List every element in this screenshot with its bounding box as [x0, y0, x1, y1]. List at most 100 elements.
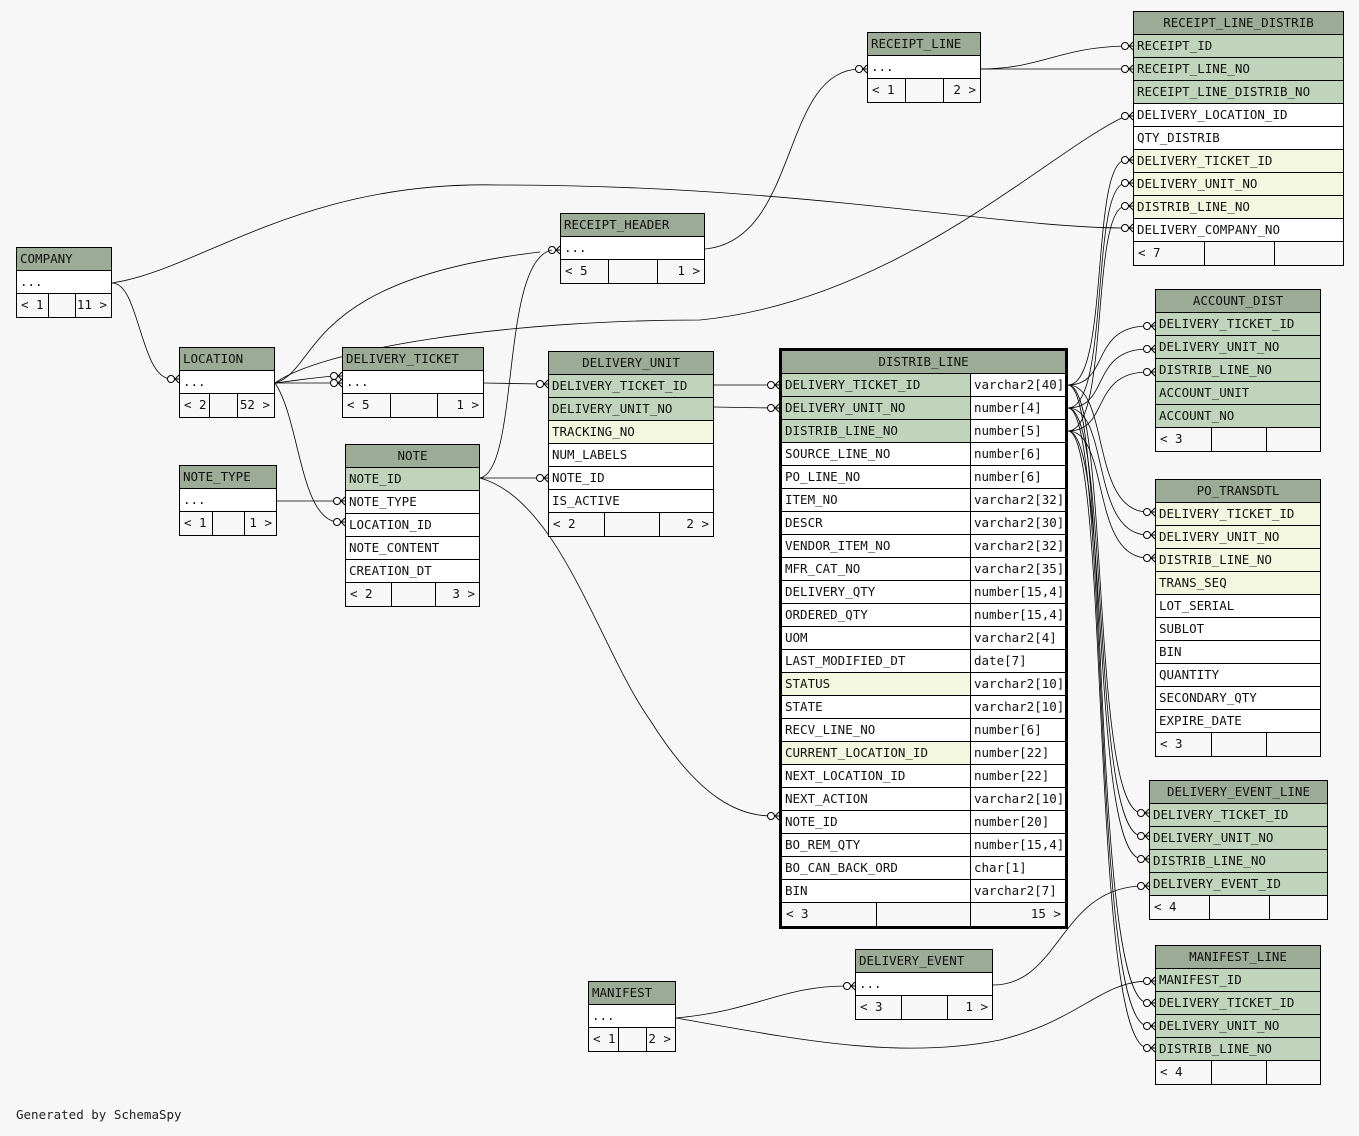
table-header: COMPANY — [17, 248, 111, 271]
table-row: NUM_LABELS — [549, 444, 713, 467]
table-row: TRANS_SEQ — [1156, 572, 1320, 595]
table-row: DISTRIB_LINE_NO — [1150, 850, 1327, 873]
table-footer: < 4 — [1150, 896, 1327, 919]
relationship-line — [274, 375, 335, 384]
table-manifest-line[interactable]: MANIFEST_LINE MANIFEST_ID DELIVERY_TICKE… — [1155, 945, 1321, 1085]
crowfoot-marker — [330, 378, 343, 388]
table-header: RECEIPT_LINE — [868, 33, 980, 56]
crowfoot-marker — [1121, 178, 1134, 188]
crowfoot-marker — [1137, 881, 1150, 891]
crowfoot-marker — [333, 496, 346, 506]
table-row: RECEIPT_LINE_NO — [1134, 58, 1343, 81]
table-row: BIN — [1156, 641, 1320, 664]
table-header: RECEIPT_HEADER — [561, 214, 704, 237]
table-footer: < 7 — [1134, 242, 1343, 265]
table-row: DISTRIB_LINE_NO — [1134, 196, 1343, 219]
relationship-line — [675, 980, 1149, 1049]
table-row: CREATION_DT — [346, 560, 479, 583]
table-receipt-line-distrib[interactable]: RECEIPT_LINE_DISTRIB RECEIPT_ID RECEIPT_… — [1133, 11, 1344, 266]
crowfoot-marker — [536, 473, 549, 483]
relationship-line — [274, 382, 339, 523]
relationship-line — [1067, 384, 1149, 1004]
table-row: ACCOUNT_NO — [1156, 405, 1320, 428]
table-row: ... — [589, 1005, 675, 1028]
table-row: DISTRIB_LINE_NO — [1156, 549, 1320, 572]
table-row: ... — [17, 271, 111, 294]
table-header: DELIVERY_UNIT — [549, 352, 713, 375]
crowfoot-marker — [536, 379, 549, 389]
table-note[interactable]: NOTE NOTE_ID NOTE_TYPE LOCATION_ID NOTE_… — [345, 444, 480, 607]
crowfoot-marker — [1143, 507, 1156, 517]
relationship-line — [1067, 182, 1127, 409]
table-row: SECONDARY_QTY — [1156, 687, 1320, 710]
table-row: DISTRIB_LINE_NO — [1156, 359, 1320, 382]
crowfoot-marker — [1121, 201, 1134, 211]
table-row: NOTE_ID — [346, 468, 479, 491]
table-header: NOTE_TYPE — [180, 466, 276, 489]
table-account-dist[interactable]: ACCOUNT_DIST DELIVERY_TICKET_ID DELIVERY… — [1155, 289, 1321, 452]
table-delivery-unit[interactable]: DELIVERY_UNIT DELIVERY_TICKET_ID DELIVER… — [548, 351, 714, 537]
relationship-line — [675, 985, 849, 1019]
table-delivery-event-line[interactable]: DELIVERY_EVENT_LINE DELIVERY_TICKET_ID D… — [1149, 780, 1328, 920]
relationship-line — [704, 68, 861, 250]
relationship-line — [479, 249, 553, 479]
table-header: LOCATION — [180, 348, 274, 371]
table-row: IS_ACTIVE — [549, 490, 713, 513]
table-header: MANIFEST — [589, 982, 675, 1005]
table-row: NOTE_ID — [549, 467, 713, 490]
relationship-line — [1067, 407, 1149, 1027]
table-row: LOT_SERIAL — [1156, 595, 1320, 618]
table-header: RECEIPT_LINE_DISTRIB — [1134, 12, 1343, 35]
table-row: DELIVERY_UNIT_NO — [1156, 1015, 1320, 1038]
table-header: PO_TRANSDTL — [1156, 480, 1320, 503]
table-footer: < 3 — [1156, 733, 1320, 756]
crowfoot-marker — [767, 380, 780, 390]
crowfoot-marker — [1143, 367, 1156, 377]
table-row: NOTE_TYPE — [346, 491, 479, 514]
table-row: NOTE_CONTENT — [346, 537, 479, 560]
table-row: ... — [343, 371, 483, 394]
table-row: QTY_DISTRIB — [1134, 127, 1343, 150]
relationship-line — [1067, 371, 1149, 432]
table-row: DELIVERY_UNIT_NO — [1156, 336, 1320, 359]
table-row: DELIVERY_EVENT_ID — [1150, 873, 1327, 896]
table-row: DELIVERY_LOCATION_ID — [1134, 104, 1343, 127]
table-header: NOTE — [346, 445, 479, 468]
table-row: ... — [856, 973, 992, 996]
crowfoot-marker — [1121, 155, 1134, 165]
table-header: DELIVERY_EVENT_LINE — [1150, 781, 1327, 804]
table-row: DELIVERY_UNIT_NO — [1134, 173, 1343, 196]
table-po-transdtl[interactable]: PO_TRANSDTL DELIVERY_TICKET_ID DELIVERY_… — [1155, 479, 1321, 757]
table-row: MANIFEST_ID — [1156, 969, 1320, 992]
crowfoot-marker — [167, 374, 180, 384]
